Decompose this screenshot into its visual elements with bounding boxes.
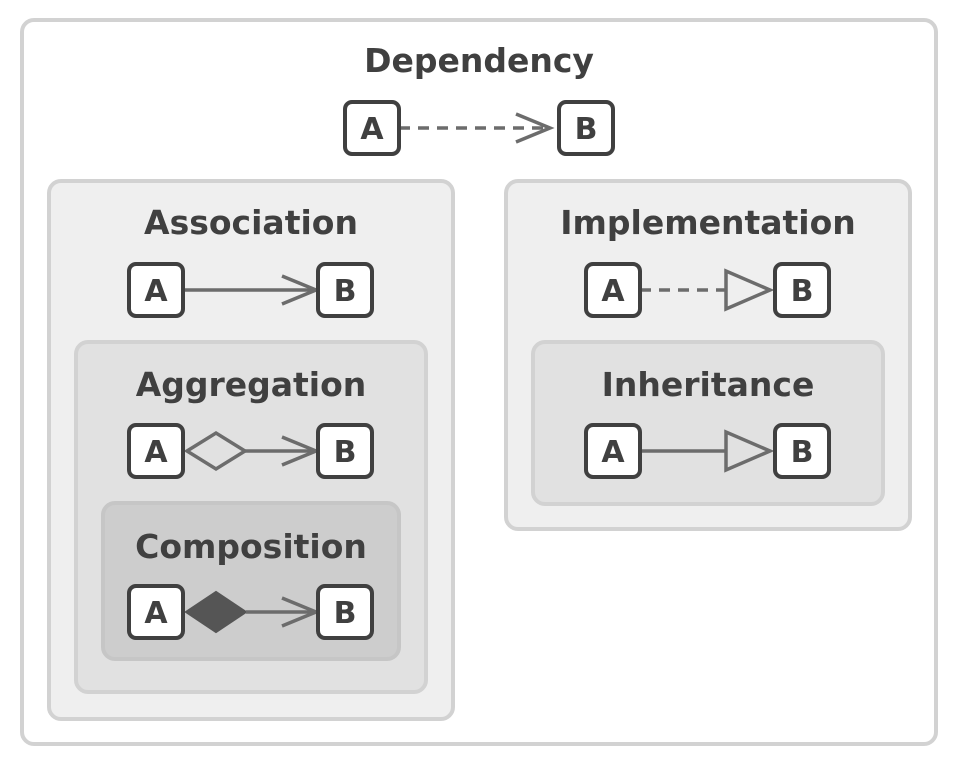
- inheritance-arrow: [640, 429, 775, 473]
- aggregation-box-b: B: [316, 423, 374, 479]
- inheritance-title: Inheritance: [601, 365, 815, 404]
- dependency-title: Dependency: [364, 41, 594, 80]
- association-box-a: A: [127, 262, 185, 318]
- aggregation-title: Aggregation: [135, 365, 367, 404]
- association-arrow: [183, 274, 321, 306]
- svg-text:A: A: [144, 596, 168, 631]
- svg-text:A: A: [144, 274, 168, 309]
- aggregation-box-a: A: [127, 423, 185, 479]
- association-box-b: B: [316, 262, 374, 318]
- svg-text:B: B: [791, 274, 814, 309]
- svg-text:A: A: [360, 112, 384, 147]
- association-title: Association: [144, 203, 358, 242]
- implementation-box-a: A: [584, 262, 642, 318]
- composition-arrow: [184, 590, 321, 634]
- svg-text:A: A: [601, 435, 625, 470]
- aggregation-arrow: [183, 430, 321, 472]
- implementation-title: Implementation: [560, 203, 856, 242]
- svg-text:A: A: [601, 274, 625, 309]
- svg-text:B: B: [575, 112, 598, 147]
- implementation-arrow: [640, 268, 775, 312]
- dependency-arrow: [399, 112, 555, 144]
- inheritance-box-a: A: [584, 423, 642, 479]
- composition-title: Composition: [135, 527, 367, 566]
- composition-box-b: B: [316, 584, 374, 640]
- dependency-box-a: A: [343, 100, 401, 156]
- inheritance-box-b: B: [773, 423, 831, 479]
- composition-box-a: A: [127, 584, 185, 640]
- svg-text:B: B: [334, 596, 357, 631]
- svg-text:B: B: [334, 435, 357, 470]
- svg-text:B: B: [791, 435, 814, 470]
- implementation-box-b: B: [773, 262, 831, 318]
- dependency-box-b: B: [557, 100, 615, 156]
- svg-text:A: A: [144, 435, 168, 470]
- svg-text:B: B: [334, 274, 357, 309]
